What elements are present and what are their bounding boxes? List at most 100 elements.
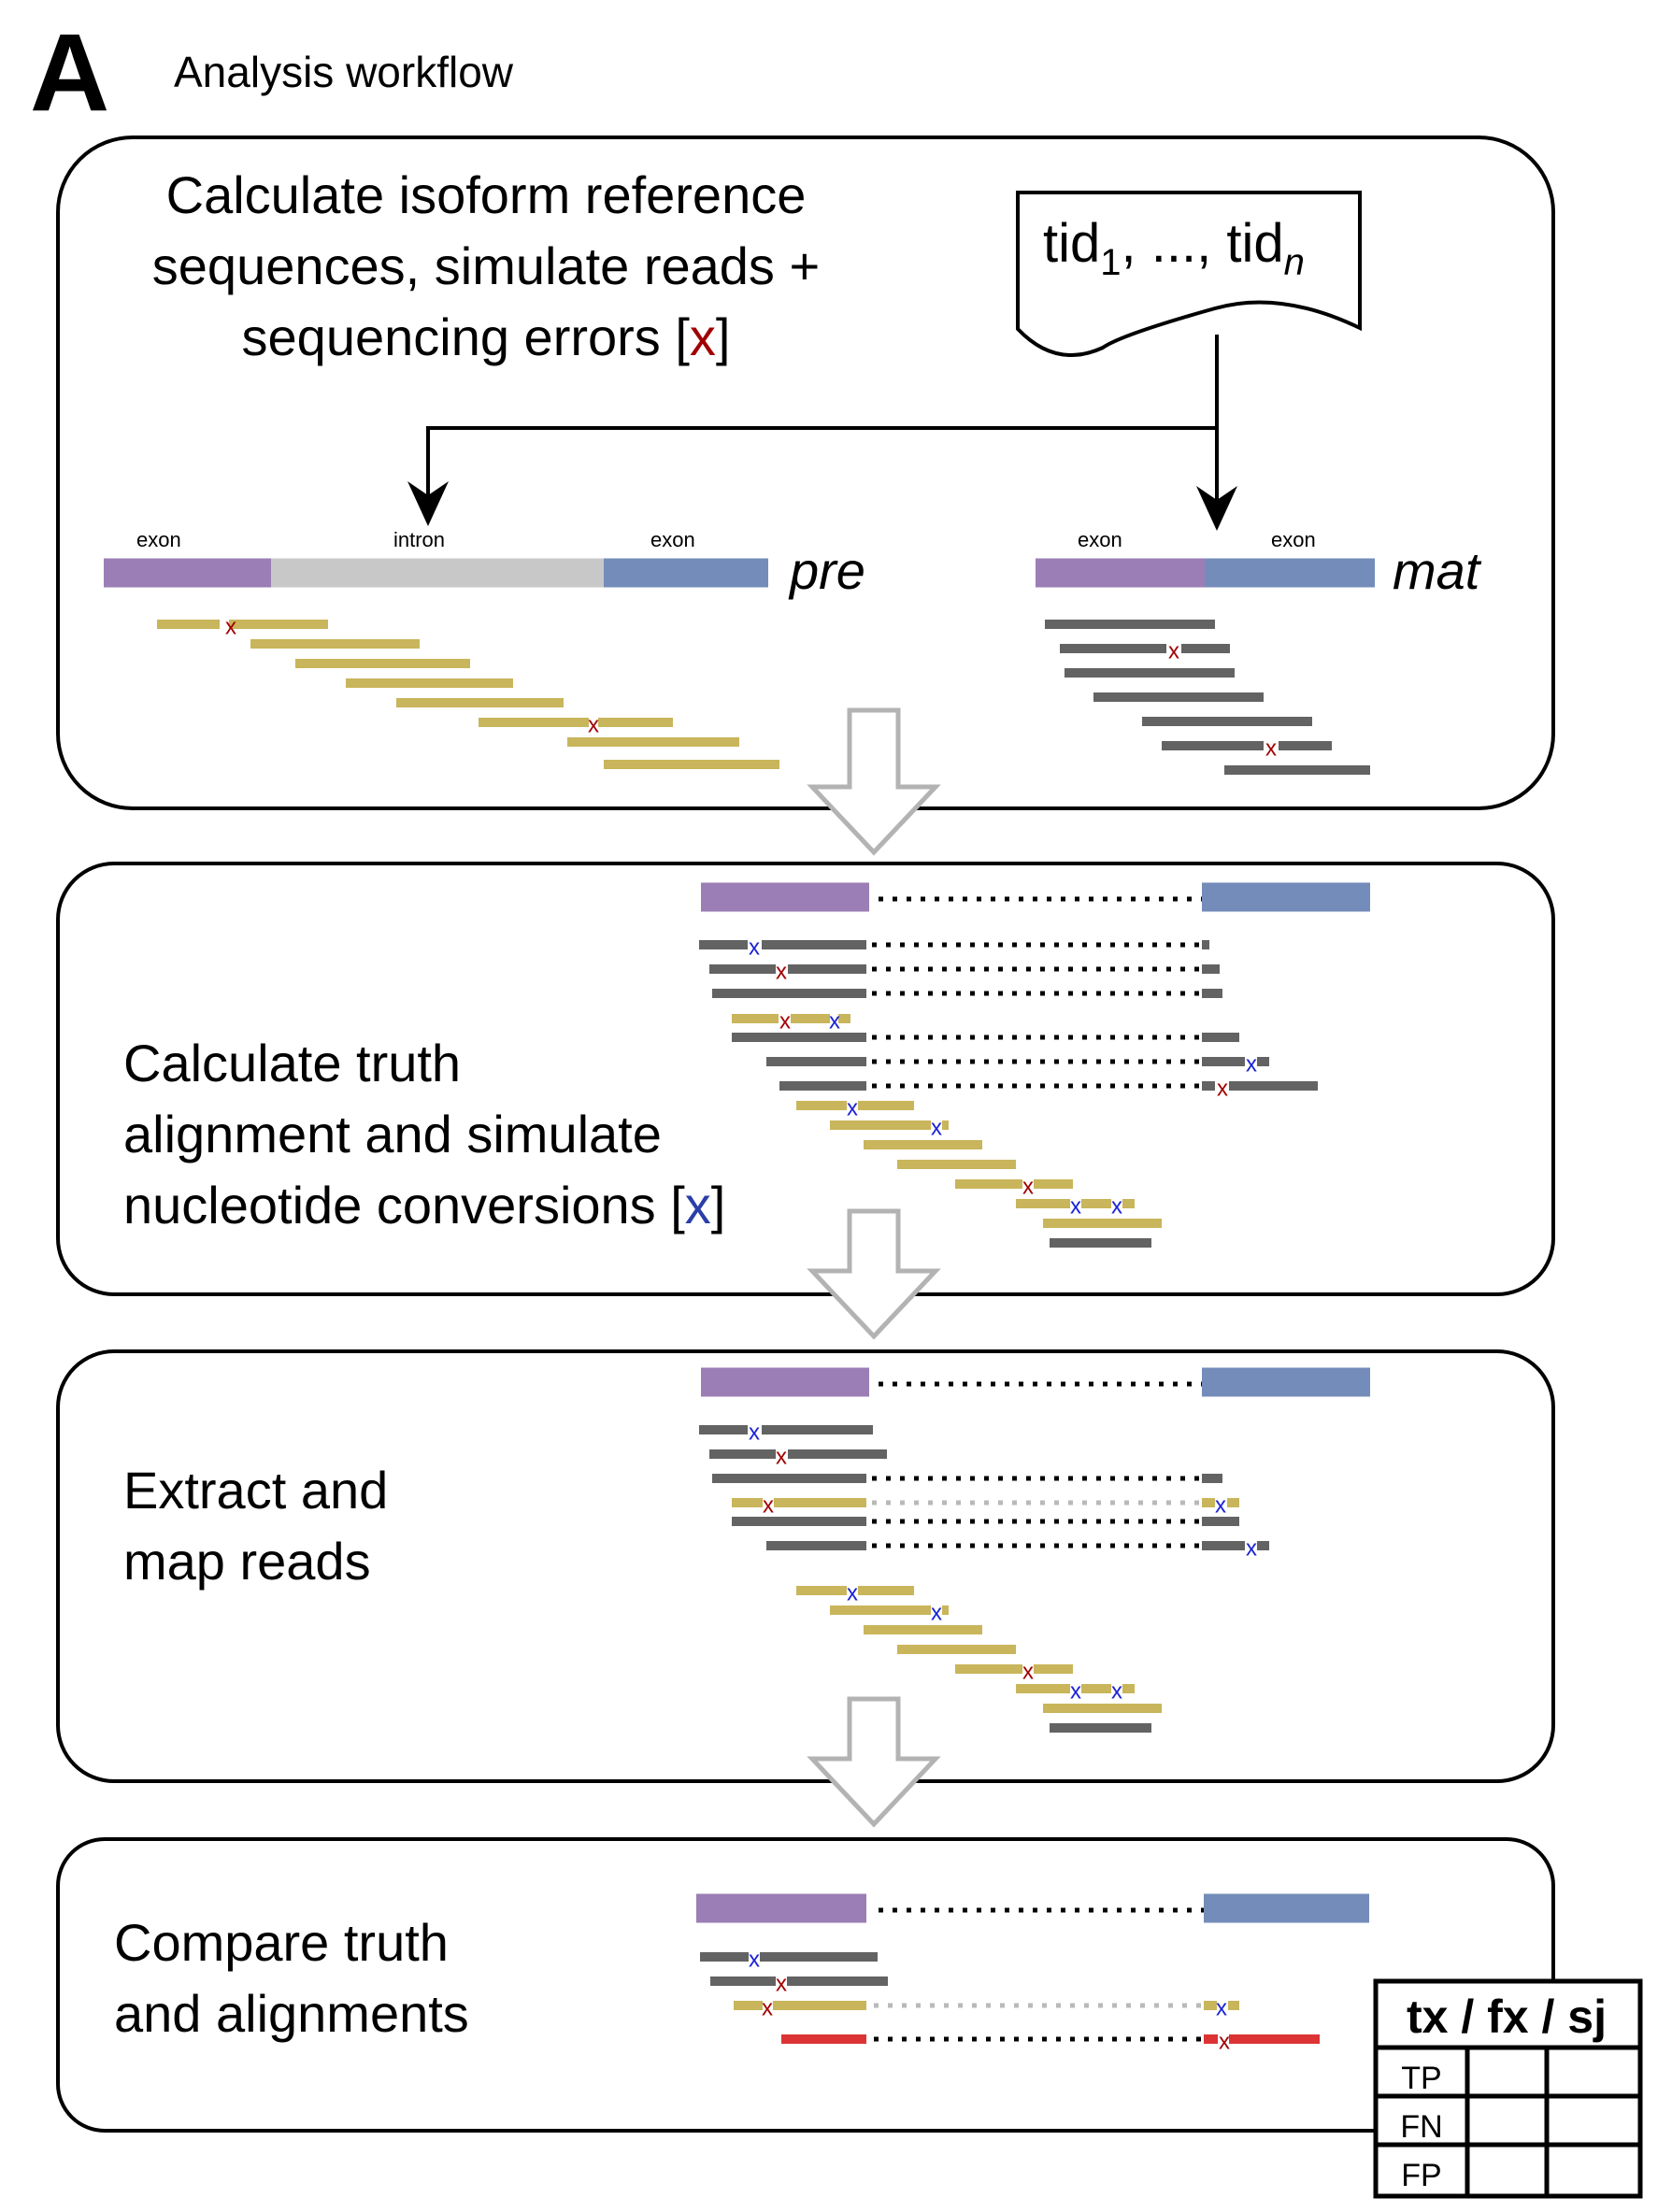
read-segment [773, 2001, 866, 2010]
mature-mrna-model [1036, 558, 1375, 588]
read-segment [346, 678, 513, 688]
read-segment [1016, 1199, 1070, 1208]
read: x [157, 615, 328, 640]
read: x [781, 2030, 1320, 2055]
step-2-box [56, 862, 1555, 1296]
read-segment [1050, 1238, 1151, 1248]
read [1050, 1238, 1151, 1248]
read: x [710, 1972, 888, 1997]
transcript-id-list: tid1, ..., tidn [1043, 213, 1305, 283]
read-segment [1122, 1684, 1135, 1693]
read-segment [1181, 644, 1230, 653]
exon-2-bar [604, 558, 768, 588]
nucleotide-conversion-marker: x [1070, 1194, 1081, 1220]
read [732, 1033, 1239, 1042]
read [250, 639, 420, 649]
read-segment [712, 989, 866, 998]
read-segment [955, 1179, 1022, 1189]
read: x [830, 1601, 949, 1626]
metric-row-tp: TP [1401, 2061, 1441, 2096]
read-segment [1060, 644, 1166, 653]
sequencing-error-marker: x [776, 1972, 787, 1997]
sequencing-error-marker: x [779, 1009, 791, 1035]
read: x [779, 1077, 1318, 1102]
read: x [699, 935, 1209, 961]
pre-intron-label: intron [393, 528, 445, 551]
read-segment [1034, 1179, 1073, 1189]
read-segment [1142, 717, 1312, 726]
read-segment [1257, 1057, 1269, 1066]
nucleotide-conversion-marker: x [749, 935, 760, 961]
read-segment [1202, 1033, 1239, 1042]
read-segment [766, 1541, 866, 1550]
read-segment [1162, 741, 1264, 750]
nucleotide-conversion-marker: x [1111, 1194, 1122, 1220]
tid-base: tid [1043, 213, 1100, 274]
read-segment [1204, 2034, 1218, 2044]
read-segment [1081, 1199, 1111, 1208]
read-segment [830, 1120, 931, 1130]
sequencing-error-marker: x [588, 713, 599, 738]
read-segment [796, 1586, 847, 1595]
step-1-line-1: Calculate isoform reference [166, 165, 807, 224]
read-segment [1202, 964, 1220, 974]
read-segment [864, 1625, 982, 1634]
read-segment [700, 1952, 749, 1962]
read-segment [598, 718, 673, 727]
read-segment [732, 1498, 763, 1507]
sequencing-error-marker: x [225, 615, 236, 640]
read [346, 678, 513, 688]
read-segment [479, 718, 589, 727]
read-segment [567, 737, 739, 747]
mat-exon-2-label: exon [1271, 528, 1316, 551]
read-segment [942, 1120, 949, 1130]
nucleotide-conversion-marker: x [1246, 1052, 1257, 1077]
exon-1-bar [696, 1893, 866, 1923]
read: x [796, 1096, 914, 1121]
sequencing-error-marker: x [762, 1996, 773, 2021]
sequencing-error-marker: x [1217, 1077, 1228, 1102]
read-segment [1043, 1219, 1162, 1228]
step-2-line-3: nucleotide conversions [x] [123, 1176, 725, 1234]
read [1093, 692, 1264, 702]
read [567, 737, 739, 747]
flow-arrow-down-icon [807, 1696, 941, 1828]
read: x [709, 1445, 887, 1470]
pre-exon-1-label: exon [136, 528, 181, 551]
step-3-line-1: Extract and [123, 1461, 388, 1520]
sequencing-error-marker: x [763, 1493, 774, 1519]
read-segment [838, 1014, 850, 1023]
read-segment [1202, 1517, 1239, 1526]
nucleotide-conversion-marker: x [847, 1096, 858, 1121]
read-segment [1202, 1081, 1215, 1091]
sequencing-error-marker: x [1022, 1175, 1034, 1200]
nucleotide-conversion-marker: x [1246, 1536, 1257, 1562]
read-segment [796, 1101, 847, 1110]
read-segment [1204, 2001, 1217, 2010]
exon-1-bar [701, 1367, 869, 1397]
read-segment [788, 964, 866, 974]
read-segment [1202, 1057, 1245, 1066]
step-1-line-2: sequences, simulate reads + [152, 236, 820, 295]
read [732, 1517, 1239, 1526]
read-segment [830, 1605, 931, 1615]
step-2-line-3-text: nucleotide conversions [ [123, 1176, 685, 1234]
read-segment [1202, 1474, 1222, 1483]
exon-2-bar [1205, 558, 1375, 588]
read-segment [250, 639, 420, 649]
read [1142, 717, 1312, 726]
conversion-marker-legend: x [685, 1176, 711, 1234]
read-segment [1257, 1541, 1269, 1550]
nucleotide-conversion-marker: x [847, 1581, 858, 1606]
nucleotide-conversion-marker: x [1111, 1679, 1122, 1705]
nucleotide-conversion-marker: x [1070, 1679, 1081, 1705]
read-segment [732, 1033, 866, 1042]
read-segment [732, 1014, 779, 1023]
